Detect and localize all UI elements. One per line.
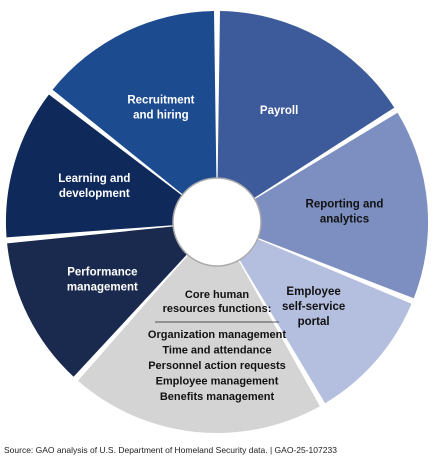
segment-learning-and-development	[5, 94, 217, 238]
segment-label-reporting-and-analytics: Reporting and	[306, 198, 384, 210]
segment-label-learning-and-development: Learning and	[58, 173, 130, 185]
core-heading: resources functions:	[163, 303, 272, 315]
core-function-item: Benefits management	[160, 391, 275, 403]
core-function-item: Personnel action requests	[148, 360, 286, 372]
core-heading: Core human	[185, 289, 249, 301]
segment-label-performance-management: Performance	[67, 267, 137, 279]
core-function-item: Employee management	[156, 376, 279, 388]
segment-label-learning-and-development: development	[59, 188, 130, 200]
core-function-item: Time and attendance	[162, 345, 271, 357]
wheel-center-hub	[172, 177, 262, 267]
source-note: Source: GAO analysis of U.S. Department …	[4, 445, 337, 455]
segment-label-payroll: Payroll	[260, 105, 298, 117]
segment-performance-management	[7, 222, 217, 377]
segment-label-recruitment-and-hiring: Recruitment	[127, 95, 194, 107]
segment-recruitment-and-hiring	[52, 11, 217, 222]
segment-reporting-and-analytics	[217, 112, 429, 299]
segment-employee-self-service-portal	[217, 222, 412, 404]
segment-payroll	[217, 11, 395, 222]
segment-label-reporting-and-analytics: analytics	[320, 213, 369, 225]
segment-label-performance-management: management	[67, 282, 138, 294]
segment-core-hr-functions	[78, 222, 320, 434]
segment-label-employee-self-service-portal: self-service	[282, 301, 345, 313]
segment-label-employee-self-service-portal: portal	[298, 316, 330, 328]
wheel-segments	[5, 11, 429, 434]
core-function-item: Organization management	[148, 329, 286, 341]
segment-label-recruitment-and-hiring: and hiring	[133, 110, 189, 122]
segment-label-employee-self-service-portal: Employee	[286, 286, 340, 298]
